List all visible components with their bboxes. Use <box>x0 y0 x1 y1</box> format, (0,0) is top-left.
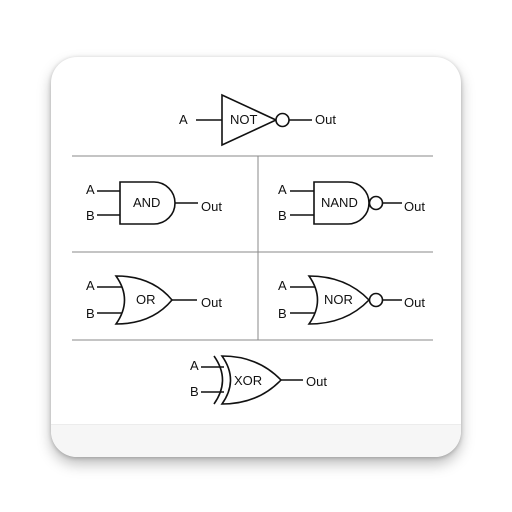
nand-gate-body <box>313 181 370 225</box>
nor-input-a-label: A <box>278 278 287 293</box>
and-output-label: Out <box>201 199 222 214</box>
and-input-a-label: A <box>86 182 95 197</box>
xor-gate-body <box>220 355 283 405</box>
nor-output-label: Out <box>404 295 425 310</box>
nor-gate: A B NOR Out <box>278 275 425 325</box>
nand-inversion-bubble <box>368 195 384 211</box>
or-output-label: Out <box>201 295 222 310</box>
and-input-b-label: B <box>86 208 95 223</box>
nand-input-b-label: B <box>278 208 287 223</box>
or-gate-body <box>114 275 174 325</box>
and-gate: A B AND Out <box>86 181 222 225</box>
xor-gate: A B XOR Out <box>190 355 327 405</box>
xor-input-a-label: A <box>190 358 199 373</box>
nand-output-label: Out <box>404 199 425 214</box>
or-input-b-label: B <box>86 306 95 321</box>
grid-lines <box>72 155 433 341</box>
nor-inversion-bubble <box>368 292 384 308</box>
and-gate-body <box>119 181 176 225</box>
or-gate-label: OR <box>136 292 156 307</box>
nor-gate-label: NOR <box>324 292 353 307</box>
nor-gate-body <box>307 275 371 325</box>
card-bottom-band <box>51 424 461 457</box>
not-inversion-bubble <box>275 112 290 128</box>
nor-input-b-label: B <box>278 306 287 321</box>
xor-extra-input-curve <box>213 355 224 405</box>
nand-input-a-label: A <box>278 182 287 197</box>
not-output-label: Out <box>315 112 336 127</box>
nand-gate-label: NAND <box>321 195 358 210</box>
xor-input-b-label: B <box>190 384 199 399</box>
not-input-a-label: A <box>179 112 188 127</box>
nand-gate: A B NAND Out <box>278 181 425 225</box>
and-gate-label: AND <box>133 195 160 210</box>
or-gate: A B OR Out <box>86 275 222 325</box>
not-gate: A NOT Out <box>179 93 336 147</box>
xor-gate-label: XOR <box>234 373 262 388</box>
not-gate-label: NOT <box>230 112 258 127</box>
or-input-a-label: A <box>86 278 95 293</box>
not-gate-body <box>221 93 278 147</box>
xor-output-label: Out <box>306 374 327 389</box>
